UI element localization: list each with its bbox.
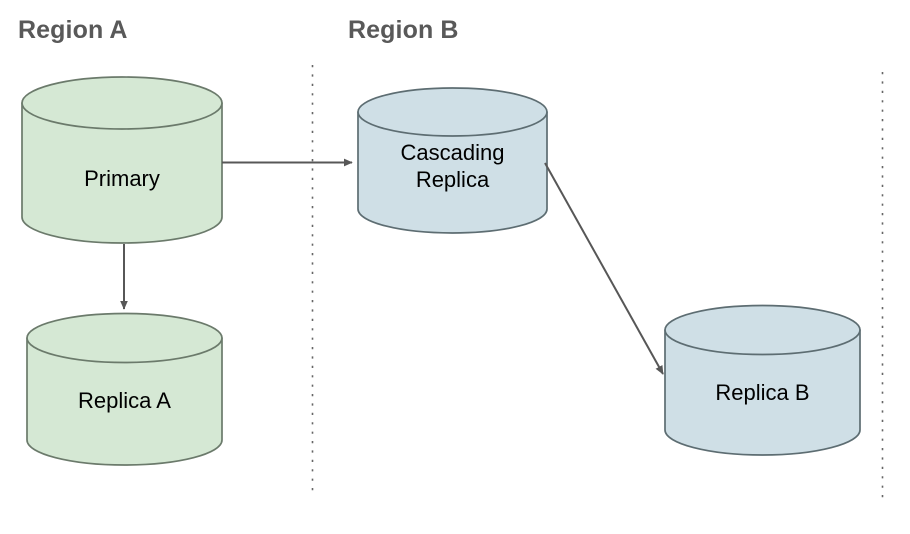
cascading-replica-top: [357, 87, 548, 137]
replica-b-top: [664, 304, 861, 356]
node-cascading-replica[interactable]: [357, 87, 548, 234]
replica-a-top: [26, 312, 223, 364]
primary-top: [21, 76, 223, 130]
replica-a-body: [26, 337, 223, 466]
node-primary[interactable]: [21, 76, 223, 244]
node-replica-b[interactable]: [664, 304, 861, 456]
region-a-label: Region A: [18, 16, 128, 44]
cascading-replica-body: [357, 111, 548, 234]
region-b-label: Region B: [348, 16, 459, 44]
edge-cascading-to-replica-b: [544, 162, 664, 375]
node-replica-a[interactable]: [26, 312, 223, 466]
primary-body: [21, 102, 223, 244]
replica-b-body: [664, 329, 861, 456]
